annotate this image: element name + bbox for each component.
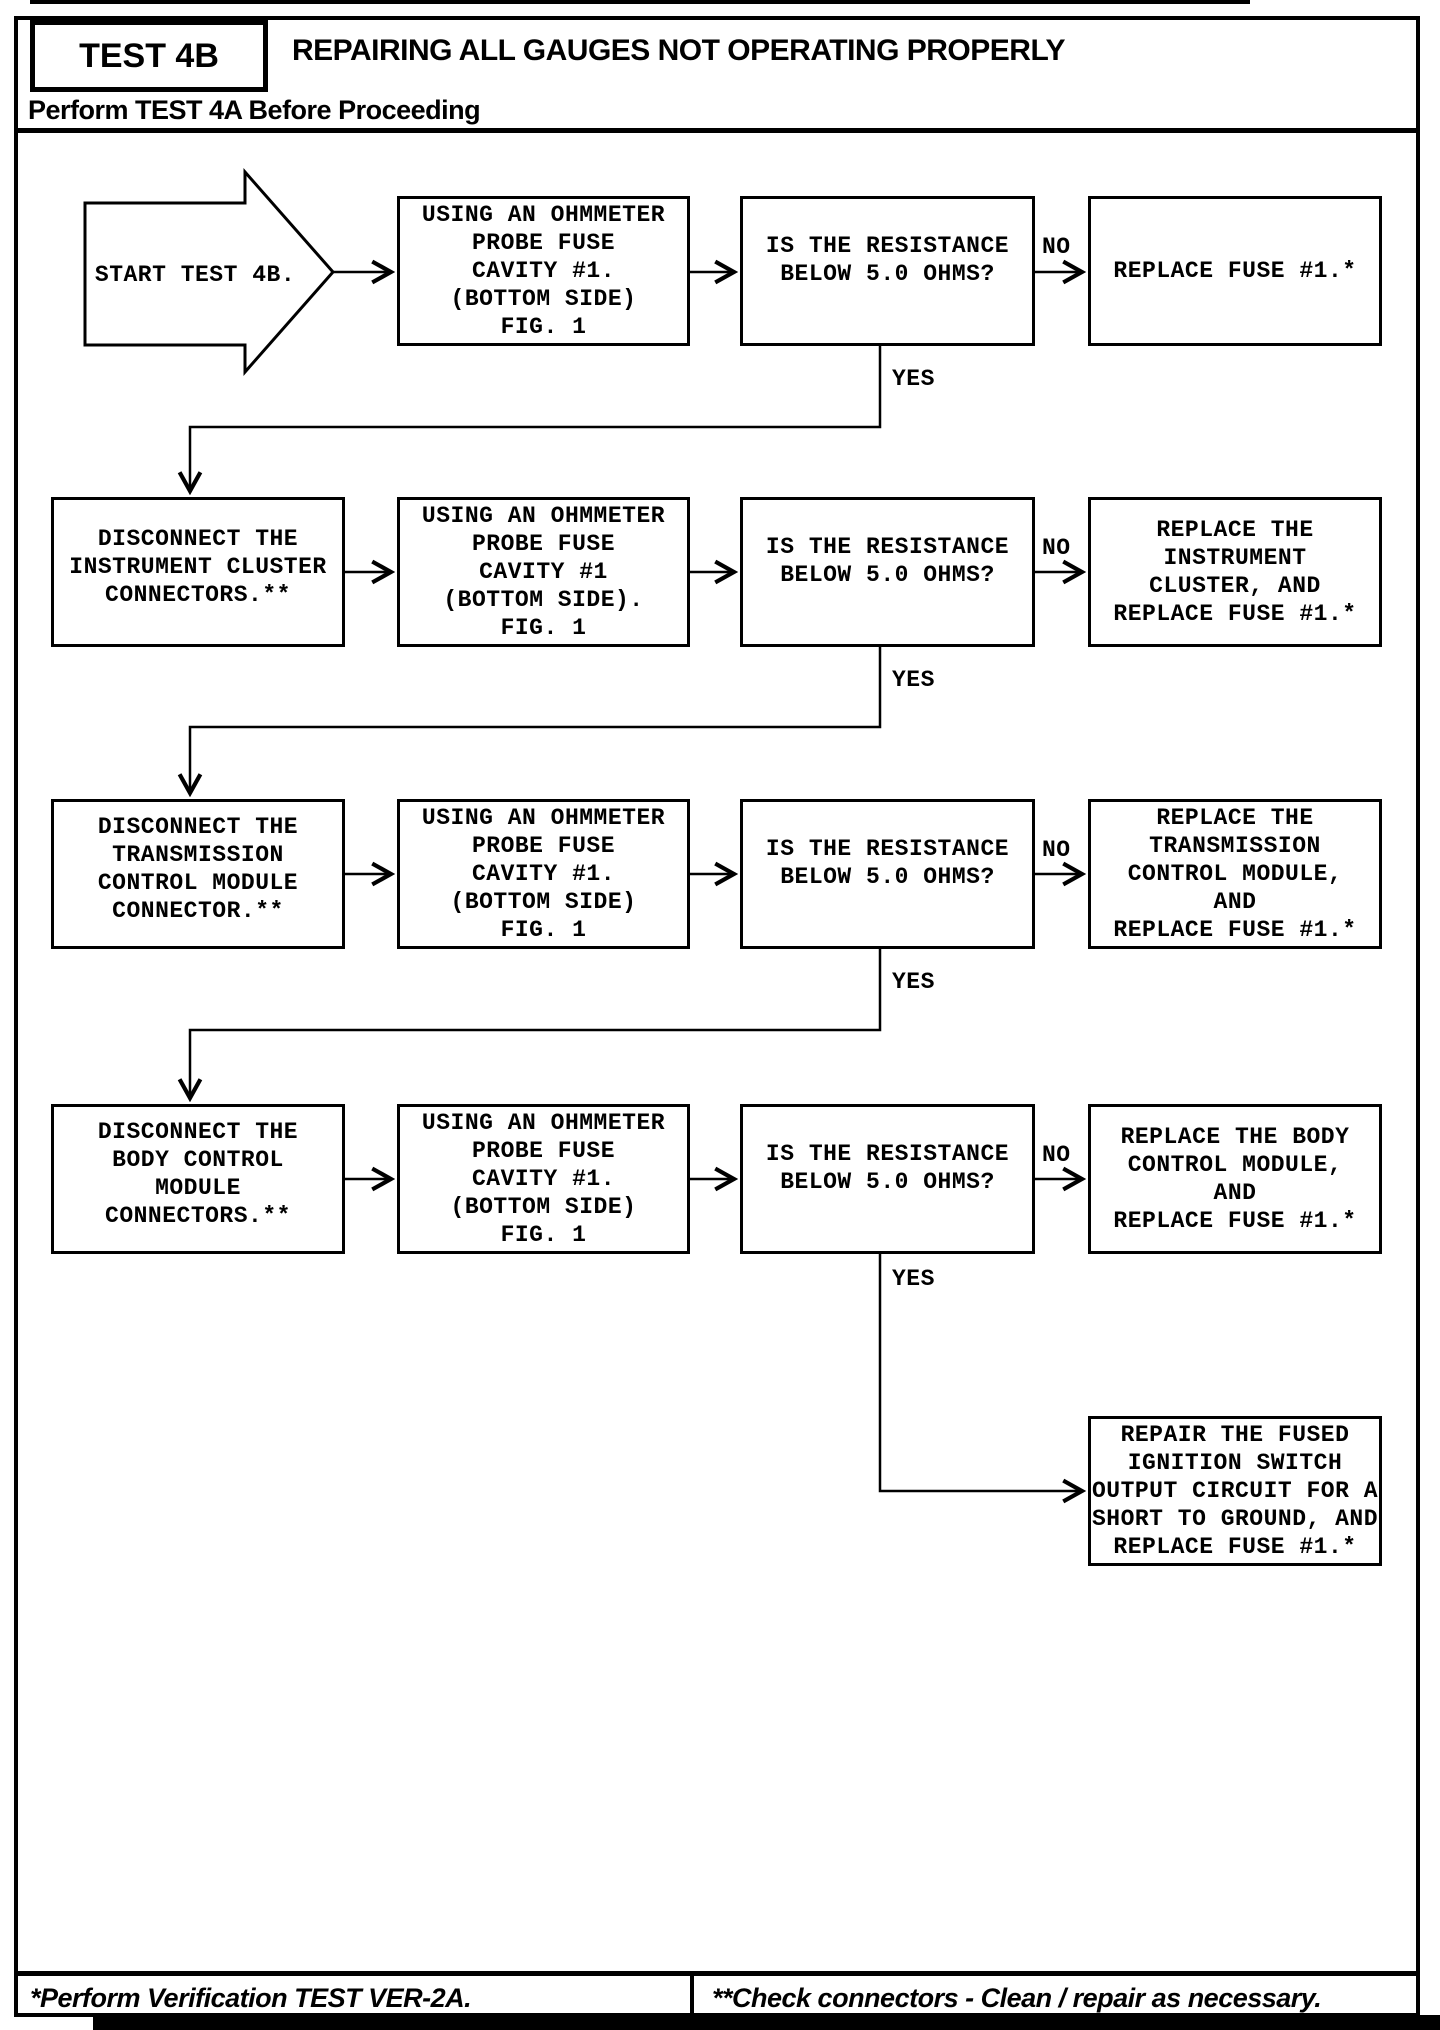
node-no-action-4: REPLACE THE BODY CONTROL MODULE, AND REP… xyxy=(1088,1104,1382,1254)
label-no-2: NO xyxy=(1042,535,1071,561)
node-final-action: REPAIR THE FUSED IGNITION SWITCH OUTPUT … xyxy=(1088,1416,1382,1566)
footer-note-right: **Check connectors - Clean / repair as n… xyxy=(712,1983,1322,2013)
footer-note-left: *Perform Verification TEST VER-2A. xyxy=(30,1983,472,2013)
node-decision-1: IS THE RESISTANCE BELOW 5.0 OHMS? xyxy=(740,196,1035,346)
label-yes-4: YES xyxy=(892,1266,935,1292)
footer-vertical-divider xyxy=(690,1971,694,2021)
node-disconnect-3: DISCONNECT THE TRANSMISSION CONTROL MODU… xyxy=(51,799,345,949)
node-decision-3: IS THE RESISTANCE BELOW 5.0 OHMS? xyxy=(740,799,1035,949)
label-yes-2: YES xyxy=(892,667,935,693)
test-label: TEST 4B xyxy=(79,36,219,75)
label-no-3: NO xyxy=(1042,837,1071,863)
footer-divider xyxy=(14,1971,1420,1976)
node-no-action-2: REPLACE THE INSTRUMENT CLUSTER, AND REPL… xyxy=(1088,497,1382,647)
page-subtitle: Perform TEST 4A Before Proceeding xyxy=(28,95,481,125)
label-no-1: NO xyxy=(1042,234,1071,260)
test-label-box: TEST 4B xyxy=(30,20,268,92)
node-decision-2: IS THE RESISTANCE BELOW 5.0 OHMS? xyxy=(740,497,1035,647)
node-probe-fuse-3: USING AN OHMMETER PROBE FUSE CAVITY #1. … xyxy=(397,799,690,949)
label-no-4: NO xyxy=(1042,1142,1071,1168)
node-disconnect-2: DISCONNECT THE INSTRUMENT CLUSTER CONNEC… xyxy=(51,497,345,647)
label-yes-3: YES xyxy=(892,969,935,995)
node-decision-4: IS THE RESISTANCE BELOW 5.0 OHMS? xyxy=(740,1104,1035,1254)
page-title: REPAIRING ALL GAUGES NOT OPERATING PROPE… xyxy=(292,34,1066,67)
node-disconnect-4: DISCONNECT THE BODY CONTROL MODULE CONNE… xyxy=(51,1104,345,1254)
scan-artifact-top xyxy=(30,0,1250,4)
node-probe-fuse-4: USING AN OHMMETER PROBE FUSE CAVITY #1. … xyxy=(397,1104,690,1254)
label-yes-1: YES xyxy=(892,366,935,392)
page-border xyxy=(14,16,1420,2017)
node-probe-fuse-2: USING AN OHMMETER PROBE FUSE CAVITY #1 (… xyxy=(397,497,690,647)
scan-artifact-bottom xyxy=(93,2015,1440,2030)
start-node-label: START TEST 4B. xyxy=(94,262,296,288)
header-divider xyxy=(14,128,1420,133)
node-no-action-1: REPLACE FUSE #1.* xyxy=(1088,196,1382,346)
start-arrow-shape xyxy=(83,168,335,376)
node-probe-fuse-1: USING AN OHMMETER PROBE FUSE CAVITY #1. … xyxy=(397,196,690,346)
node-no-action-3: REPLACE THE TRANSMISSION CONTROL MODULE,… xyxy=(1088,799,1382,949)
